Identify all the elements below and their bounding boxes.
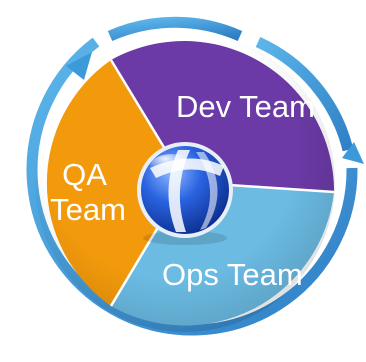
segment-label-ops: Ops Team <box>162 257 303 292</box>
segment-label-qa-line-1: QA <box>62 157 107 192</box>
globe-logo-icon <box>137 142 233 245</box>
segment-label-qa: QA Team <box>50 157 126 227</box>
cycle-arrowhead-icon <box>342 142 364 164</box>
segment-label-dev: Dev Team <box>176 89 315 124</box>
segment-label-qa-line-2: Team <box>50 192 126 227</box>
